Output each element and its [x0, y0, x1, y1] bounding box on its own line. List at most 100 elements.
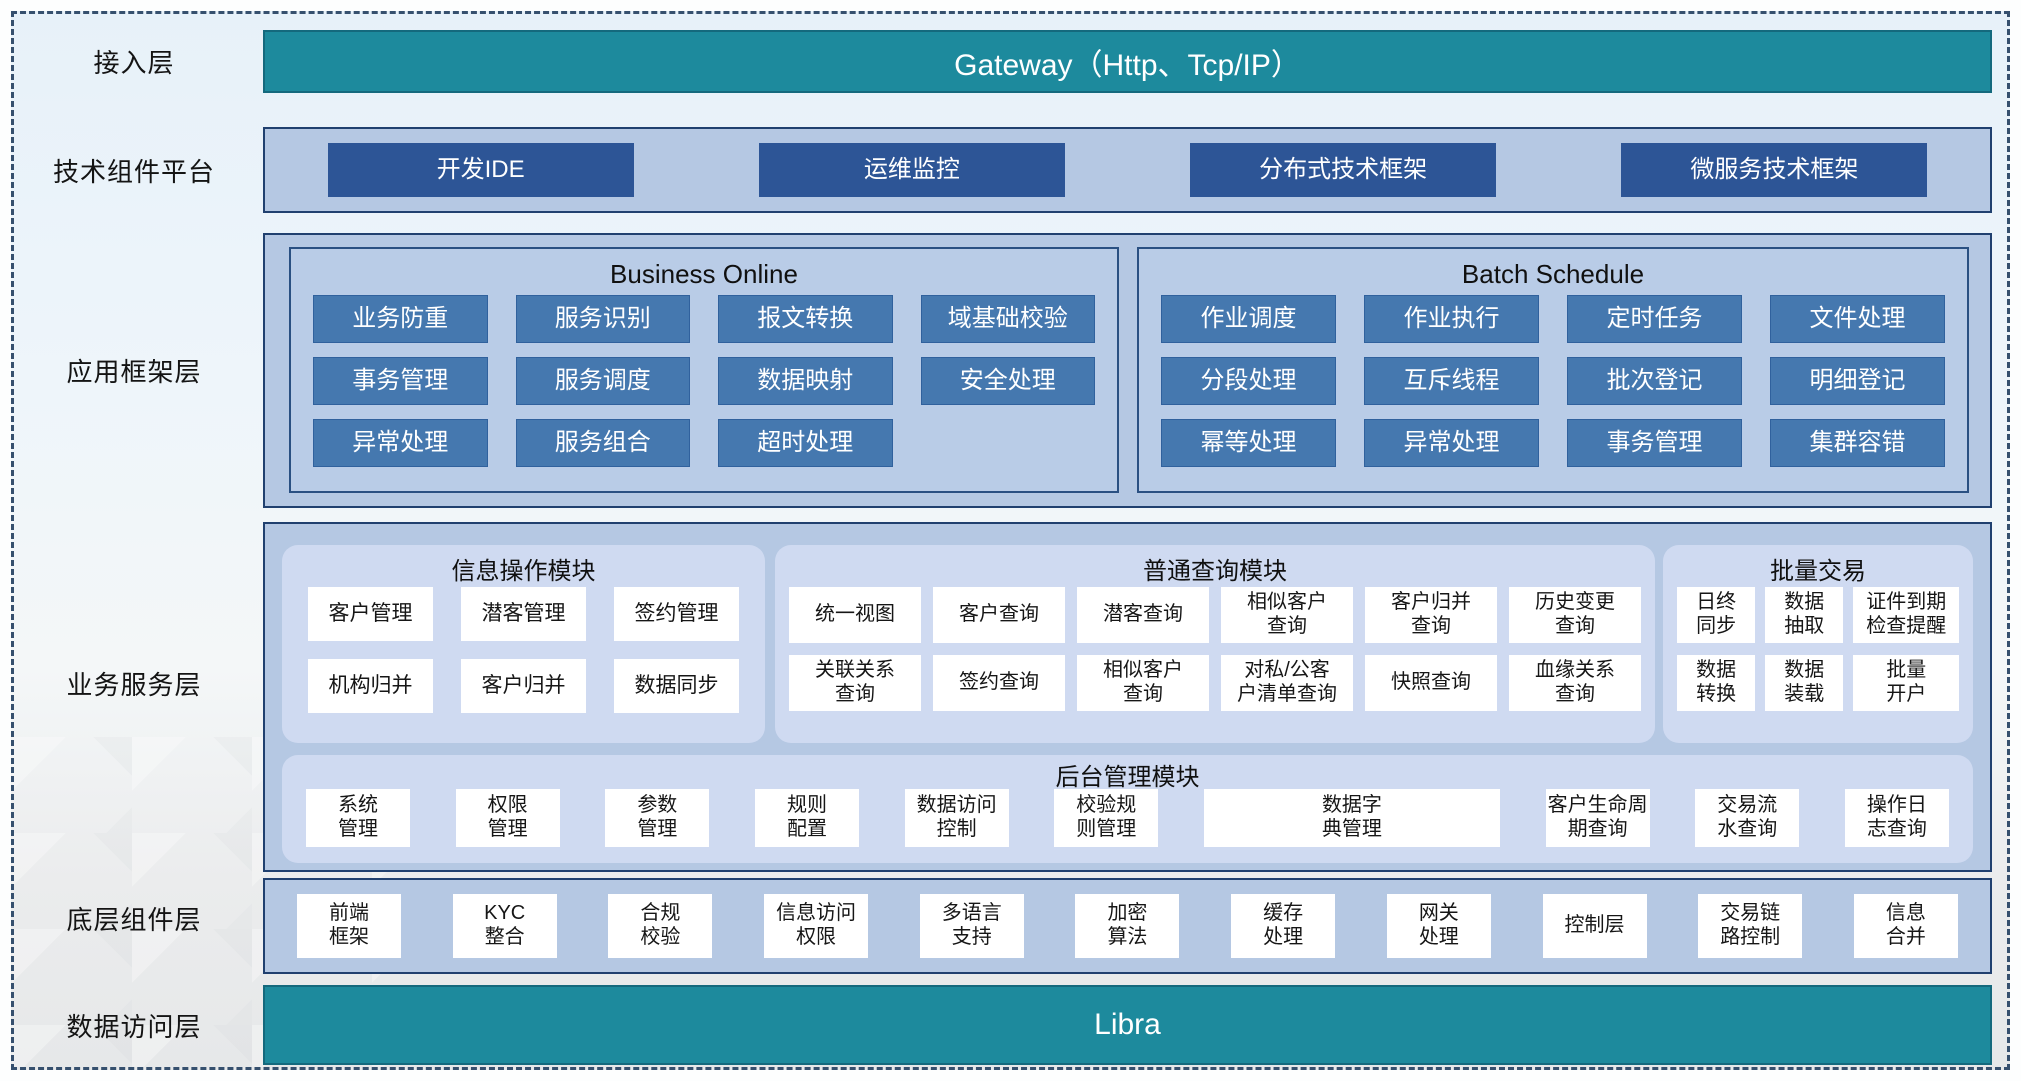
service-module-box: 数据字 典管理 — [1203, 789, 1500, 847]
service-module-box: 交易流 水查询 — [1695, 789, 1800, 847]
layer-label-access: 接入层 — [93, 48, 175, 78]
service-module-box: 数据访问 控制 — [904, 789, 1009, 847]
gateway-bar: Gateway（Http、Tcp/IP） — [263, 30, 1992, 93]
framework-module-box: 服务识别 — [515, 295, 690, 343]
base-module-box: 控制层 — [1542, 894, 1647, 958]
service-module-box: 潜客查询 — [1077, 587, 1209, 643]
framework-module-box: 定时任务 — [1567, 295, 1742, 343]
tech-platform-container: 开发IDE 运维监控 分布式技术框架 微服务技术框架 — [263, 127, 1992, 213]
service-module-box: 批量 开户 — [1853, 655, 1959, 711]
batch-schedule-panel: Batch Schedule 作业调度作业执行定时任务文件处理分段处理互斥线程批… — [1137, 247, 1969, 493]
service-module-box: 统一视图 — [789, 587, 921, 643]
admin-boxes: 系统 管理权限 管理参数 管理规则 配置数据访问 控制校验规 则管理数据字 典管… — [306, 789, 1949, 847]
framework-module-box: 分段处理 — [1161, 357, 1336, 405]
framework-module-box: 报文转换 — [718, 295, 893, 343]
layer-label-app-framework: 应用框架层 — [66, 357, 202, 387]
base-module-box: 缓存 处理 — [1231, 894, 1336, 958]
service-module-box: 相似客户 查询 — [1221, 587, 1353, 643]
service-module-box: 关联关系 查询 — [789, 655, 921, 711]
base-module-box: 交易链 路控制 — [1698, 894, 1803, 958]
framework-module-box: 服务组合 — [515, 419, 690, 467]
admin-title: 后台管理模块 — [1055, 763, 1200, 791]
framework-module-box: 域基础校验 — [920, 295, 1095, 343]
service-module-box: 潜客管理 — [461, 587, 586, 641]
framework-module-box: 异常处理 — [313, 419, 488, 467]
batch-trade-boxes: 日终 同步数据 抽取证件到期 检查提醒数据 转换数据 装载批量 开户 — [1677, 587, 1959, 711]
service-module-box: 规则 配置 — [754, 789, 859, 847]
info-ops-panel: 信息操作模块 客户管理潜客管理签约管理机构归并客户归并数据同步 — [282, 545, 765, 743]
libra-bar-label: Libra — [1094, 1008, 1161, 1041]
business-service-container: 信息操作模块 客户管理潜客管理签约管理机构归并客户归并数据同步 普通查询模块 统… — [263, 522, 1992, 872]
query-boxes: 统一视图客户查询潜客查询相似客户 查询客户归并 查询历史变更 查询关联关系 查询… — [789, 587, 1641, 711]
framework-module-box: 安全处理 — [920, 357, 1095, 405]
framework-module-box: 异常处理 — [1364, 419, 1539, 467]
service-module-box: 快照查询 — [1365, 655, 1497, 711]
base-module-box: 合规 校验 — [608, 894, 713, 958]
framework-module-box: 批次登记 — [1567, 357, 1742, 405]
service-module-box: 相似客户 查询 — [1077, 655, 1209, 711]
service-module-box: 日终 同步 — [1677, 587, 1756, 643]
framework-module-box: 数据映射 — [718, 357, 893, 405]
service-module-box: 客户生命周期查询 — [1545, 789, 1650, 847]
framework-module-box: 明细登记 — [1770, 357, 1945, 405]
service-module-box: 数据 抽取 — [1765, 587, 1844, 643]
service-module-box: 机构归并 — [308, 659, 433, 713]
layer-label-base-components: 底层组件层 — [66, 904, 202, 935]
service-module-box: 客户归并 查询 — [1365, 587, 1497, 643]
base-module-box: KYC 整合 — [452, 894, 557, 958]
info-ops-title: 信息操作模块 — [451, 557, 596, 585]
tech-platform-buttons: 开发IDE 运维监控 分布式技术框架 微服务技术框架 — [265, 129, 1990, 211]
service-module-box: 签约管理 — [614, 587, 739, 641]
service-module-box: 客户管理 — [308, 587, 433, 641]
framework-module-box: 事务管理 — [313, 357, 488, 405]
service-module-box: 签约查询 — [933, 655, 1065, 711]
batch-trade-panel: 批量交易 日终 同步数据 抽取证件到期 检查提醒数据 转换数据 装载批量 开户 — [1663, 545, 1973, 743]
business-online-title: Business Online — [610, 258, 798, 289]
service-module-box: 血缘关系 查询 — [1509, 655, 1641, 711]
service-module-box: 历史变更 查询 — [1509, 587, 1641, 643]
libra-bar: Libra — [263, 985, 1992, 1065]
base-module-box: 多语言 支持 — [919, 894, 1024, 958]
service-module-box: 对私/公客 户清单查询 — [1221, 655, 1353, 711]
framework-module-box: 超时处理 — [718, 419, 893, 467]
service-module-box: 校验规 则管理 — [1054, 789, 1159, 847]
business-online-panel: Business Online 业务防重服务识别报文转换域基础校验事务管理服务调… — [289, 247, 1119, 493]
framework-module-box: 互斥线程 — [1364, 357, 1539, 405]
service-module-box: 客户归并 — [461, 659, 586, 713]
base-module-box: 信息 合并 — [1853, 894, 1958, 958]
batch-trade-title: 批量交易 — [1770, 557, 1866, 585]
admin-panel: 后台管理模块 系统 管理权限 管理参数 管理规则 配置数据访问 控制校验规 则管… — [282, 755, 1973, 863]
framework-module-box: 作业执行 — [1364, 295, 1539, 343]
framework-module-box: 事务管理 — [1567, 419, 1742, 467]
service-module-box: 参数 管理 — [605, 789, 710, 847]
service-module-box: 数据 转换 — [1677, 655, 1756, 711]
layer-label-tech-platform: 技术组件平台 — [52, 156, 215, 187]
base-module-box: 网关 处理 — [1386, 894, 1491, 958]
query-title: 普通查询模块 — [1143, 557, 1287, 585]
tech-module-box: 分布式技术框架 — [1190, 143, 1497, 197]
layer-label-data-access: 数据访问层 — [66, 1011, 202, 1042]
business-online-boxes: 业务防重服务识别报文转换域基础校验事务管理服务调度数据映射安全处理异常处理服务组… — [313, 295, 1095, 467]
layer-label-business-service: 业务服务层 — [66, 669, 202, 700]
tech-module-box: 微服务技术框架 — [1621, 143, 1928, 197]
tech-module-box: 开发IDE — [327, 143, 634, 197]
framework-module-box: 集群容错 — [1770, 419, 1945, 467]
service-module-box: 权限 管理 — [455, 789, 560, 847]
batch-schedule-title: Batch Schedule — [1461, 258, 1645, 289]
framework-module-box: 业务防重 — [313, 295, 488, 343]
base-module-box: 加密 算法 — [1075, 894, 1180, 958]
gateway-bar-label: Gateway（Http、Tcp/IP） — [954, 48, 1301, 82]
framework-module-box: 作业调度 — [1161, 295, 1336, 343]
info-ops-boxes: 客户管理潜客管理签约管理机构归并客户归并数据同步 — [308, 587, 739, 713]
service-module-box: 系统 管理 — [306, 789, 410, 847]
service-module-box: 客户查询 — [933, 587, 1065, 643]
query-panel: 普通查询模块 统一视图客户查询潜客查询相似客户 查询客户归并 查询历史变更 查询… — [775, 545, 1655, 743]
batch-schedule-boxes: 作业调度作业执行定时任务文件处理分段处理互斥线程批次登记明细登记幂等处理异常处理… — [1161, 295, 1945, 467]
tech-module-box: 运维监控 — [758, 143, 1065, 197]
framework-module-box: 文件处理 — [1770, 295, 1945, 343]
service-module-box: 数据 装载 — [1765, 655, 1844, 711]
base-module-box: 前端 框架 — [297, 894, 401, 958]
service-module-box: 操作日 志查询 — [1844, 789, 1949, 847]
